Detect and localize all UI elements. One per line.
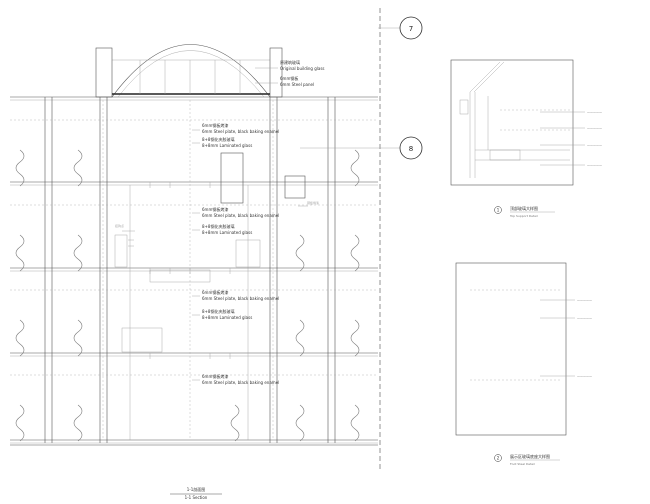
annotation-original-glass-cn: 原建筑玻璃 (280, 59, 300, 65)
detail-1-number: 1 (497, 208, 500, 213)
annotation-steel-plate-2-en: 6mm Steel plate, black baking enamel (202, 213, 279, 218)
svg-text:—————: ————— (587, 110, 602, 114)
section-drawing: 挂钩点 钢板烤漆 原建筑玻璃 Original building glass 6… (10, 44, 378, 500)
section-side-label-right: 钢板烤漆 (307, 200, 319, 205)
svg-text:8: 8 (409, 145, 413, 153)
detail-1-title-en: Top Support Detail (509, 214, 538, 218)
section-title-cn: 1-1剖面图 (187, 486, 206, 492)
annotation-steel-panel-cn: 6mm钢板 (280, 75, 298, 81)
annotation-laminated-glass-1-cn: 8+8钢化夹胶玻璃 (202, 136, 234, 142)
section-annotations: 原建筑玻璃 Original building glass 6mm钢板 6mm … (202, 59, 325, 385)
svg-text:—————: ————— (587, 163, 602, 167)
detail-1-title-cn: 顶部玻璃大样图 (510, 205, 538, 211)
annotation-laminated-glass-2-en: 8+8mm Laminated glass (202, 230, 252, 235)
detail-2-number: 2 (497, 456, 500, 461)
svg-text:—————: ————— (577, 316, 592, 320)
annotation-steel-plate-3-cn: 6mm钢板烤漆 (202, 289, 228, 295)
annotation-steel-plate-4-cn: 6mm钢板烤漆 (202, 373, 228, 379)
section-side-label-left: 挂钩点 (115, 223, 124, 228)
svg-text:7: 7 (409, 25, 413, 33)
detail-2-title-en: Foot Steel Detail (510, 462, 535, 466)
detail-2-title-cn: 展示区玻璃底座大样图 (510, 453, 550, 459)
annotation-laminated-glass-3-cn: 8+8钢化夹胶玻璃 (202, 308, 234, 314)
annotation-laminated-glass-2-cn: 8+8钢化夹胶玻璃 (202, 223, 234, 229)
annotation-laminated-glass-3-en: 8+8mm Laminated glass (202, 315, 252, 320)
grid-marker-7: 7 (399, 16, 423, 40)
detail-top-support: ————— ————— ————— ————— 1 顶部玻璃大样图 Top Su… (450, 59, 602, 218)
annotation-steel-plate-1-cn: 6mm钢板烤漆 (202, 122, 228, 128)
section-title-en: 1-1 Section (185, 495, 208, 500)
grid-marker-8: 8 (399, 136, 423, 160)
annotation-original-glass-en: Original building glass (280, 66, 325, 71)
annotation-steel-plate-3-en: 6mm Steel plate, black baking enamel (202, 296, 279, 301)
annotation-steel-panel-en: 6mm Steel panel (280, 82, 314, 87)
annotation-steel-plate-4-en: 6mm Steel plate, black baking enamel (202, 380, 279, 385)
svg-text:—————: ————— (587, 126, 602, 130)
svg-text:—————: ————— (577, 298, 592, 302)
detail-foot-steel: ————— ————— ————— 2 展示区玻璃底座大样图 Foot Stee… (455, 262, 592, 466)
annotation-laminated-glass-1-en: 8+8mm Laminated glass (202, 143, 252, 148)
svg-text:—————: ————— (577, 374, 592, 378)
annotation-steel-plate-1-en: 6mm Steel plate, black baking enamel (202, 129, 279, 134)
annotation-steel-plate-2-cn: 6mm钢板烤漆 (202, 206, 228, 212)
facade-ornaments (15, 149, 360, 442)
svg-text:—————: ————— (587, 143, 602, 147)
